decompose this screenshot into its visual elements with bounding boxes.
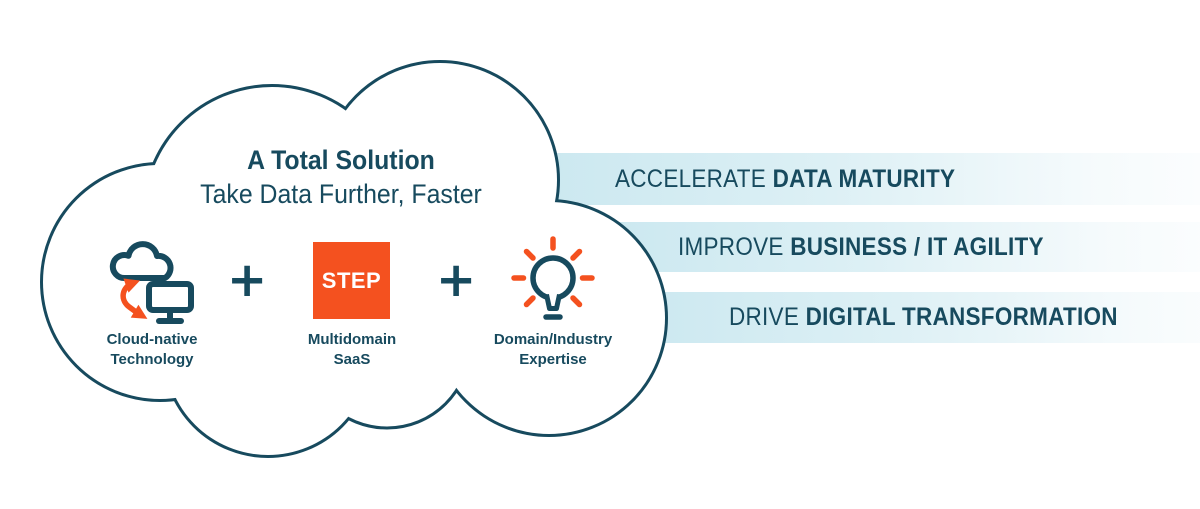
item-label-cloud-native-technology: Cloud-native Technology [107, 330, 198, 370]
item-label-line2: Technology [110, 351, 194, 368]
item-label-line2: Expertise [519, 351, 587, 368]
lightbulb-rays-icon [511, 236, 595, 320]
banner-accelerate-data-maturity: ACCELERATE DATA MATURITY [535, 153, 1200, 205]
title-line1: A Total Solution [247, 145, 435, 175]
item-label-domain-industry-expertise: Domain/Industry Expertise [494, 330, 612, 370]
title-line2: Take Data Further, Faster [200, 179, 482, 209]
banner-prefix: DRIVE [729, 303, 806, 331]
banner-emphasis: BUSINESS / IT AGILITY [790, 232, 1044, 261]
cloud-title: A Total Solution Take Data Further, Fast… [200, 143, 482, 211]
plus-icon: + [436, 252, 477, 308]
plus-icon: + [227, 252, 268, 308]
banner-text: ACCELERATE DATA MATURITY [615, 165, 955, 194]
item-label-multidomain-saas: Multidomain SaaS [308, 330, 396, 370]
item-label-line1: Cloud-native [106, 331, 198, 348]
banner-text: IMPROVE BUSINESS / IT AGILITY [678, 233, 1044, 262]
banner-improve-business-it-agility: IMPROVE BUSINESS / IT AGILITY [600, 222, 1200, 272]
item-label-line1: Domain/Industry [493, 331, 613, 348]
banner-text: DRIVE DIGITAL TRANSFORMATION [729, 303, 1118, 332]
banner-emphasis: DIGITAL TRANSFORMATION [805, 303, 1118, 331]
step-logo: STEP [313, 242, 390, 319]
item-label-line2: SaaS [333, 351, 371, 368]
banner-drive-digital-transformation: DRIVE DIGITAL TRANSFORMATION [630, 292, 1200, 343]
banner-prefix: IMPROVE [678, 232, 791, 261]
item-label-line1: Multidomain [307, 331, 397, 348]
banner-emphasis: DATA MATURITY [772, 164, 956, 193]
banner-prefix: ACCELERATE [615, 164, 773, 193]
step-logo-text: STEP [321, 267, 382, 293]
cloud-sync-monitor-icon [109, 241, 194, 324]
